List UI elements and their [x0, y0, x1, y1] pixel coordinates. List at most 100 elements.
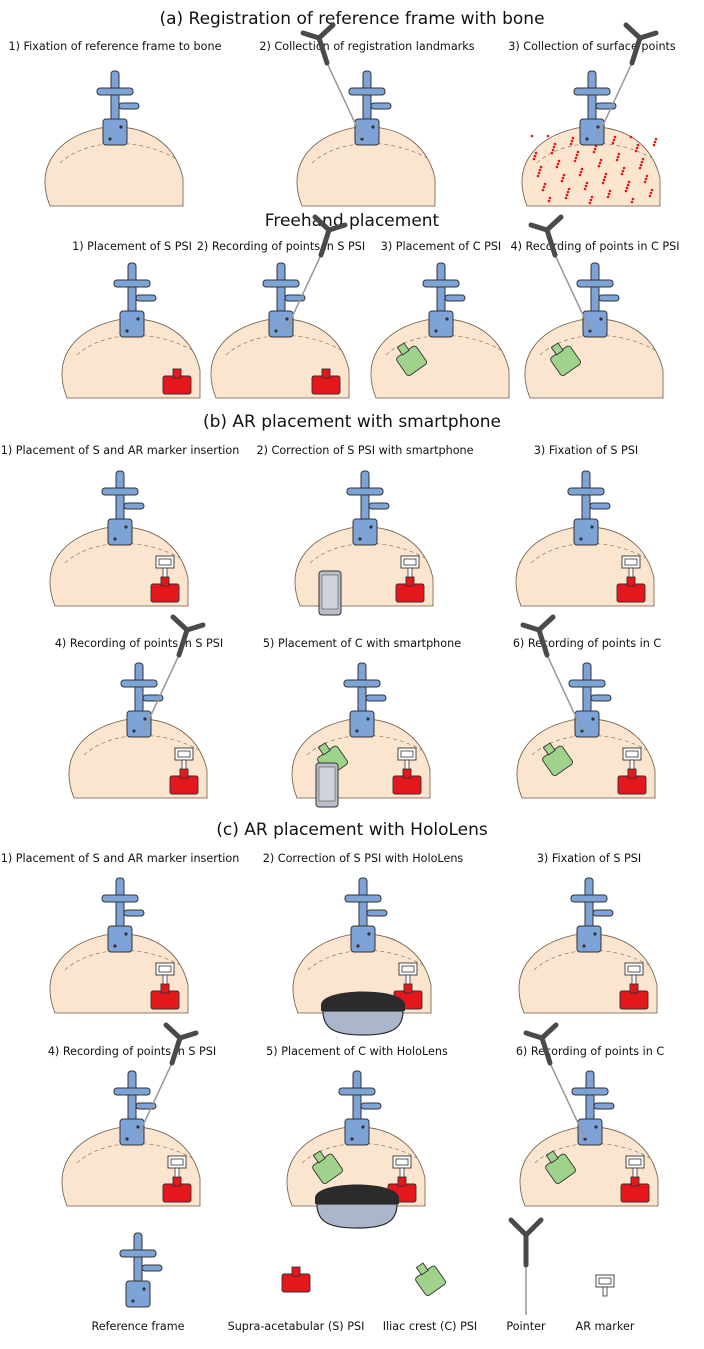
pointer-icon	[528, 214, 591, 331]
ar-marker-icon	[398, 962, 418, 985]
step-panel	[210, 214, 350, 399]
step-label: 2) Recording of points in S PSI	[197, 240, 365, 253]
reference-frame-icon	[113, 1070, 157, 1146]
reference-frame-icon	[338, 1070, 382, 1146]
ar-marker-icon	[174, 747, 194, 770]
step-panel	[286, 1070, 426, 1229]
step-label: 2) Collection of registration landmarks	[259, 40, 474, 53]
legend-pointer-icon	[508, 1217, 544, 1315]
reference-frame-icon	[348, 70, 392, 146]
step-label: 3) Fixation of S PSI	[537, 852, 641, 865]
c-psi-icon	[396, 342, 427, 376]
reference-frame-icon	[573, 70, 617, 146]
reference-frame-icon	[346, 470, 390, 546]
c-psi-icon	[415, 1262, 446, 1296]
reference-frame-icon	[422, 262, 466, 338]
s-psi-icon	[162, 368, 192, 395]
step-panel	[519, 1022, 659, 1207]
pointer-icon	[285, 214, 348, 331]
pointer-icon	[596, 22, 659, 139]
smartphone-icon	[315, 762, 339, 808]
pointer-icon	[136, 1022, 199, 1139]
reference-frame-icon	[120, 662, 164, 738]
bone-shape	[521, 126, 661, 207]
hololens-icon	[315, 1184, 399, 1229]
bone-shape	[296, 126, 436, 207]
ar-marker-icon	[155, 962, 175, 985]
reference-frame-icon	[576, 262, 620, 338]
s-psi-icon	[617, 768, 647, 795]
c-psi-icon	[545, 1150, 576, 1184]
s-psi-icon	[619, 983, 649, 1010]
step-label: 2) Correction of S PSI with smartphone	[256, 444, 473, 457]
reference-frame-icon	[96, 70, 140, 146]
pointer-icon	[300, 22, 363, 139]
reference-frame-icon	[567, 470, 611, 546]
step-panel	[291, 662, 431, 808]
section-title-c: (c) AR placement with HoloLens	[216, 820, 488, 840]
surface-points	[530, 134, 658, 205]
legend-label-reference-frame: Reference frame	[91, 1320, 184, 1333]
step-label: 4) Recording of points in S PSI	[55, 637, 223, 650]
step-panel	[296, 22, 436, 207]
step-panel	[61, 1022, 201, 1207]
s-psi-icon	[311, 368, 341, 395]
step-label: 1) Placement of S PSI	[72, 240, 192, 253]
step-label: 6) Recording of points in C	[513, 637, 662, 650]
step-panel	[516, 614, 656, 799]
ar-marker-icon	[392, 1155, 412, 1178]
step-panel	[521, 22, 661, 207]
s-psi-icon	[169, 768, 199, 795]
reference-frame-icon	[113, 262, 157, 338]
reference-frame-icon	[343, 662, 387, 738]
step-label: 3) Collection of surface points	[508, 40, 676, 53]
s-psi-icon	[616, 576, 646, 603]
reference-frame-icon	[570, 877, 614, 953]
ar-marker-icon	[625, 1155, 645, 1178]
bone-shape	[524, 318, 664, 399]
step-panel	[294, 470, 434, 616]
step-label: 3) Fixation of S PSI	[534, 444, 638, 457]
legend-label-pointer: Pointer	[506, 1320, 546, 1333]
bone-shape	[44, 126, 184, 207]
s-psi-icon	[395, 576, 425, 603]
step-panel	[292, 877, 432, 1036]
step-panel	[518, 877, 658, 1014]
reference-frame-icon	[571, 1070, 615, 1146]
step-label: 6) Recording of points in C	[516, 1045, 665, 1058]
pointer-icon	[143, 614, 206, 731]
legend-label-c-psi: Iliac crest (C) PSI	[383, 1320, 477, 1333]
legend-label-s-psi: Supra-acetabular (S) PSI	[228, 1320, 365, 1333]
pointer-icon	[523, 1022, 586, 1139]
step-label: 4) Recording of points in S PSI	[48, 1045, 216, 1058]
section-title-b: (b) AR placement with smartphone	[203, 412, 501, 432]
step-label: 3) Placement of C PSI	[381, 240, 501, 253]
c-psi-icon	[312, 1150, 343, 1184]
bone-shape	[370, 318, 510, 399]
step-panel	[524, 214, 664, 399]
s-psi-icon	[620, 1176, 650, 1203]
step-panel	[370, 262, 510, 399]
hololens-icon	[321, 991, 405, 1036]
s-psi-icon	[150, 576, 180, 603]
ar-marker-icon	[622, 747, 642, 770]
step-panel	[68, 614, 208, 799]
s-psi-icon	[281, 1266, 311, 1293]
ar-marker-icon	[595, 1274, 615, 1297]
reference-frame-icon	[101, 470, 145, 546]
step-label: 1) Placement of S and AR marker insertio…	[1, 852, 240, 865]
step-panel	[61, 262, 201, 399]
step-panel	[49, 877, 189, 1014]
step-label: 4) Recording of points in C PSI	[510, 240, 679, 253]
ar-marker-icon	[397, 747, 417, 770]
legend-label-ar-marker: AR marker	[576, 1320, 635, 1333]
smartphone-icon	[318, 570, 342, 616]
reference-frame-icon	[119, 1232, 163, 1308]
c-psi-icon	[550, 342, 581, 376]
ar-marker-icon	[621, 555, 641, 578]
reference-frame-icon	[262, 262, 306, 338]
panels-layer	[44, 22, 664, 1229]
ar-marker-icon	[624, 962, 644, 985]
reference-frame-icon	[101, 877, 145, 953]
